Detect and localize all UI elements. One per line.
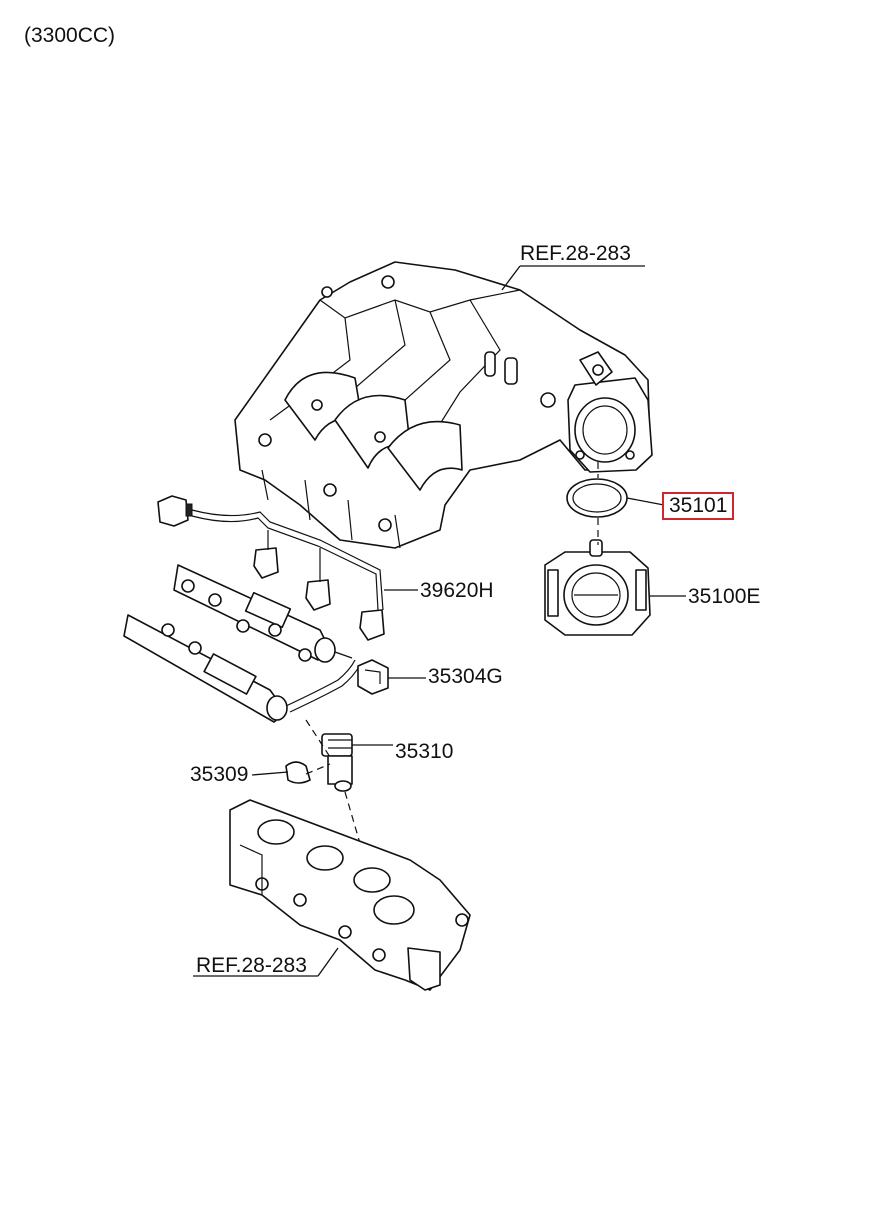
- throttle-body: [544, 539, 651, 636]
- callout-wiring-harness[interactable]: 39620H: [420, 579, 494, 602]
- leader-clip: [251, 771, 289, 776]
- callout-gasket[interactable]: 35101: [662, 492, 735, 520]
- callout-throttle-body[interactable]: 35100E: [688, 585, 761, 608]
- injector-clip: [285, 761, 311, 784]
- callout-ref-top[interactable]: REF.28-283: [520, 242, 631, 265]
- callout-injector[interactable]: 35310: [395, 740, 454, 763]
- injector-wiring-harness: [157, 495, 385, 641]
- engine-variant-label: (3300CC): [24, 24, 116, 47]
- callout-pressure-sensor[interactable]: 35304G: [428, 665, 503, 688]
- upper-intake-manifold: [234, 261, 653, 549]
- leader-ref-bottom: [193, 947, 339, 977]
- fuel-pressure-sensor: [357, 659, 389, 695]
- throttle-gasket: [566, 478, 628, 518]
- fuel-injector: [321, 733, 353, 792]
- lower-intake-manifold: [229, 799, 471, 991]
- callout-ref-bottom[interactable]: REF.28-283: [196, 954, 307, 977]
- leader-gasket: [626, 497, 665, 506]
- callout-clip[interactable]: 35309: [190, 763, 249, 786]
- leader-ref-top: [501, 265, 645, 291]
- fuel-rail: [123, 564, 361, 723]
